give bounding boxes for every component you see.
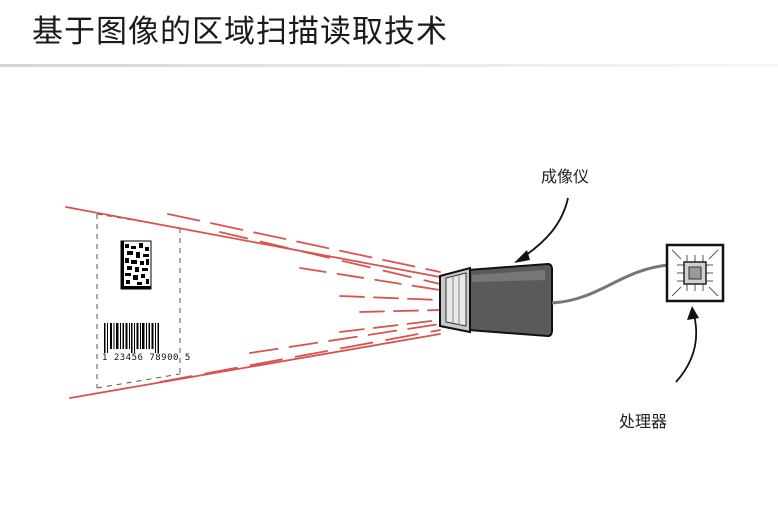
- imager-pointer-arrow: [521, 197, 569, 259]
- processor-arrowhead: [687, 306, 699, 320]
- processor-pointer-arrow: [675, 314, 698, 383]
- processor-label: 处理器: [619, 412, 668, 431]
- connection-cable: [551, 263, 669, 305]
- scan-beams: [65, 206, 441, 399]
- imager-label: 成像仪: [541, 167, 590, 186]
- imager-camera: [439, 262, 553, 338]
- processor-chip: [665, 243, 725, 303]
- title-divider: [0, 64, 778, 67]
- datamatrix-code: [120, 240, 152, 290]
- barcode-digits: 1 23456 78900 5: [102, 353, 191, 363]
- imager-arrowhead: [514, 250, 530, 263]
- slide-title: 基于图像的区域扫描读取技术: [32, 14, 448, 50]
- linear-barcode: [104, 323, 159, 353]
